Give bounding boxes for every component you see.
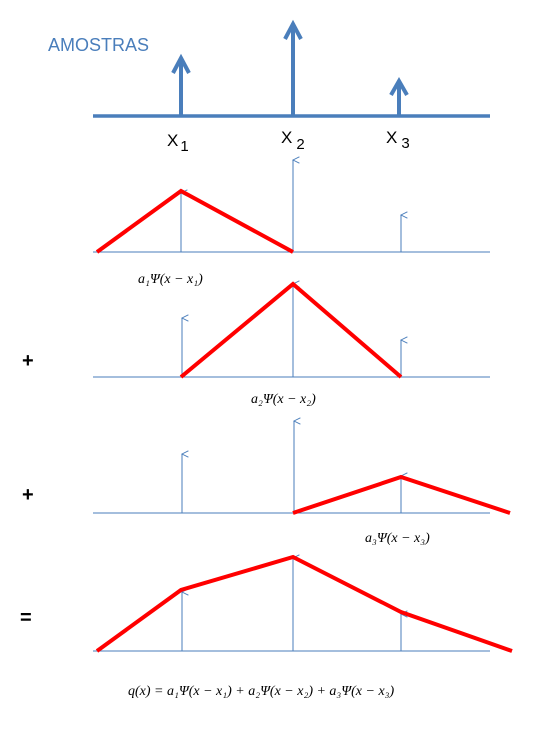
equals-operator: = — [20, 607, 32, 629]
plus-operator-2: + — [22, 484, 34, 506]
plus-operator-1: + — [22, 350, 34, 372]
sum-curve — [95, 554, 513, 653]
sample-arrow-2 — [283, 19, 303, 116]
sample-arrow-3 — [389, 76, 409, 116]
sample-arrow-1 — [171, 53, 191, 116]
basis-panel-2: + a₂Ψ(x − x₂) — [22, 284, 490, 407]
samples-title: AMOSTRAS — [48, 35, 149, 55]
basis-panel-1: a₁Ψ(x − x₁) — [93, 160, 490, 287]
formula-term-1: a₁Ψ(x − x₁) — [138, 272, 203, 287]
basis-curve-3 — [292, 474, 511, 515]
basis-curve-2 — [179, 281, 403, 379]
formula-term-3: a₃Ψ(x − x₃) — [365, 531, 430, 546]
basis-panel-3: + a₃Ψ(x − x₃) — [22, 421, 511, 546]
formula-term-2: a₂Ψ(x − x₂) — [251, 392, 316, 407]
formula-sum: q(x) = a₁Ψ(x − x₁) + a₂Ψ(x − x₂) + a₃Ψ(x… — [128, 684, 395, 699]
sum-panel: = q(x) = a₁Ψ(x − x₁) + a₂Ψ(x − x₂) + a₃Ψ… — [20, 554, 513, 699]
basis-curve-1 — [95, 188, 294, 254]
